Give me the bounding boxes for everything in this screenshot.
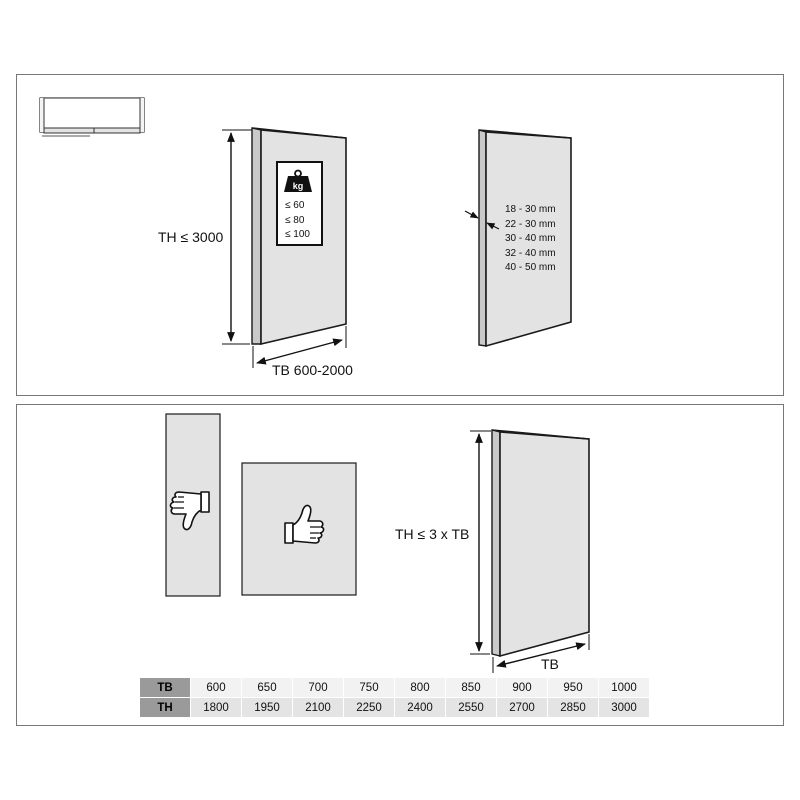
tb-cell: 600 [190, 677, 242, 698]
tb-cell: 950 [547, 677, 599, 698]
weight-limit-box: kg [276, 161, 323, 246]
ratio-label: TH ≤ 3 x TB [395, 526, 470, 542]
thickness-range-4: 32 - 40 mm [505, 247, 556, 259]
weight-kg-icon: kg [284, 169, 312, 192]
th-cell: 3000 [598, 697, 650, 718]
weight-kg-label: kg [293, 181, 304, 191]
tb-cell: 1000 [598, 677, 650, 698]
thumbs-up-icon [284, 504, 325, 544]
tall-height-dimension-line [470, 430, 491, 655]
thickness-range-1: 18 - 30 mm [505, 204, 556, 215]
width-label: TB 600-2000 [272, 362, 353, 378]
th-cell: 2100 [292, 697, 344, 718]
tb-cell: 800 [394, 677, 446, 698]
tall-width-dimension-line [492, 634, 590, 673]
tb-cell: 850 [445, 677, 497, 698]
thickness-range-2: 22 - 30 mm [505, 218, 556, 230]
th-cell: 2700 [496, 697, 548, 718]
th-cell: 2400 [394, 697, 446, 718]
side-door-panel [478, 129, 572, 348]
tb-row-header: TB [139, 677, 191, 698]
th-row-header: TH [139, 697, 191, 718]
th-cell: 1800 [190, 697, 242, 718]
cabinet-thumbnail-icon [39, 97, 145, 137]
tb-cell: 900 [496, 677, 548, 698]
weight-limits-list: ≤ 60 ≤ 80 ≤ 100 [285, 199, 310, 243]
height-dimension-line [222, 129, 252, 345]
thickness-ranges-list: 18 - 30 mm 22 - 30 mm 30 - 40 mm 32 - 40… [505, 203, 556, 276]
weight-limit-3: ≤ 100 [285, 229, 310, 240]
width-dimension-line [252, 326, 347, 368]
bottom-diagram-panel [16, 404, 784, 726]
tall-door-panel [491, 429, 590, 658]
tb-cell: 650 [241, 677, 293, 698]
tb-label: TB [541, 656, 559, 672]
tb-row: TB 600 650 700 750 800 850 900 950 1000 [139, 677, 650, 698]
thumbs-down-icon [169, 491, 210, 531]
weight-limit-1: ≤ 60 [285, 200, 305, 211]
weight-limit-2: ≤ 80 [285, 214, 305, 226]
th-cell: 2850 [547, 697, 599, 718]
th-row: TH 1800 1950 2100 2250 2400 2550 2700 28… [139, 697, 650, 718]
th-cell: 2250 [343, 697, 395, 718]
tb-cell: 700 [292, 677, 344, 698]
th-cell: 1950 [241, 697, 293, 718]
tb-cell: 750 [343, 677, 395, 698]
dimension-table: TB 600 650 700 750 800 850 900 950 1000 … [139, 677, 650, 718]
thickness-arrows [464, 210, 500, 230]
thickness-range-3: 30 - 40 mm [505, 233, 556, 244]
th-cell: 2550 [445, 697, 497, 718]
thickness-range-5: 40 - 50 mm [505, 262, 556, 273]
height-label: TH ≤ 3000 [158, 229, 224, 245]
